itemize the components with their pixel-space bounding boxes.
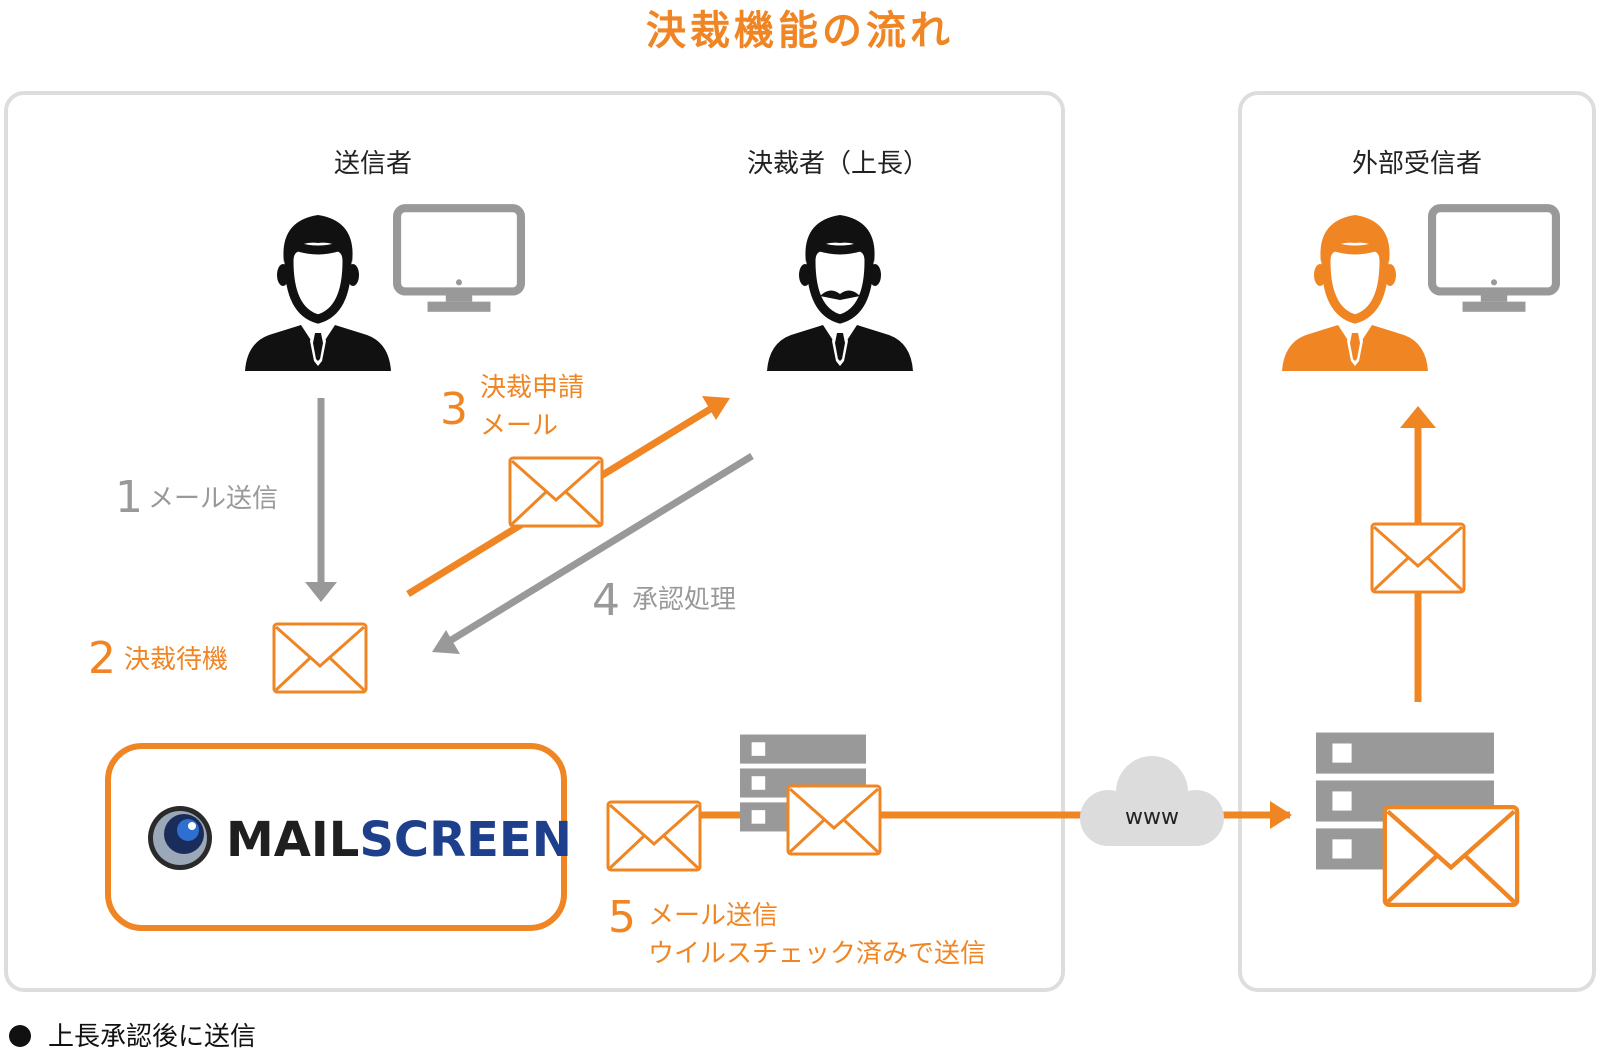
mailscreen-wordmark-screen: SCREEN	[359, 812, 572, 868]
step5-arrowhead	[1270, 801, 1292, 829]
delivery-envelope-icon	[1370, 522, 1466, 594]
step1-label: メール送信	[148, 484, 278, 514]
step5-label-line1: メール送信	[648, 901, 778, 931]
mailscreen-logo-icon	[148, 806, 212, 870]
step4-label: 承認処理	[632, 585, 736, 615]
footnote-bullet-icon	[9, 1025, 31, 1047]
mailscreen-box	[105, 743, 567, 931]
step5-number: 5	[608, 892, 636, 943]
outbound-envelope-left-icon	[606, 800, 702, 872]
cloud-label: www	[1125, 805, 1179, 830]
received-envelope-icon	[1385, 807, 1517, 905]
step3-label-line1: 決裁申請	[480, 373, 584, 403]
delivery-arrowhead	[1400, 406, 1436, 428]
outbound-envelope-right-icon	[786, 784, 882, 856]
mailscreen-wordmark: MAILSCREEN	[226, 812, 572, 868]
step4-number: 4	[592, 575, 620, 626]
step1-number: 1	[115, 472, 143, 523]
step4-arrow	[446, 453, 754, 645]
role-label-approver: 決裁者（上長）	[747, 149, 929, 179]
step3-number: 3	[440, 384, 468, 435]
step1-arrowhead	[305, 582, 337, 602]
step2-label: 決裁待機	[124, 645, 228, 675]
step3-label-line2: メール	[480, 411, 558, 441]
role-label-sender: 送信者	[334, 149, 412, 179]
mailscreen-wordmark-mail: MAIL	[226, 812, 359, 868]
footnote-text: 上長承認後に送信	[48, 1022, 256, 1052]
mustache-icon	[820, 290, 860, 300]
diagram-title: 決裁機能の流れ	[646, 8, 954, 54]
step5-label-line2: ウイルスチェック済みで送信	[648, 939, 986, 969]
pending-envelope-icon	[272, 622, 368, 694]
step2-number: 2	[88, 633, 116, 684]
step3-arrowhead	[702, 396, 730, 420]
cloud-icon	[1080, 756, 1224, 846]
step4-arrowhead	[432, 630, 460, 654]
request-envelope-icon	[508, 456, 604, 528]
role-label-external: 外部受信者	[1352, 149, 1482, 179]
